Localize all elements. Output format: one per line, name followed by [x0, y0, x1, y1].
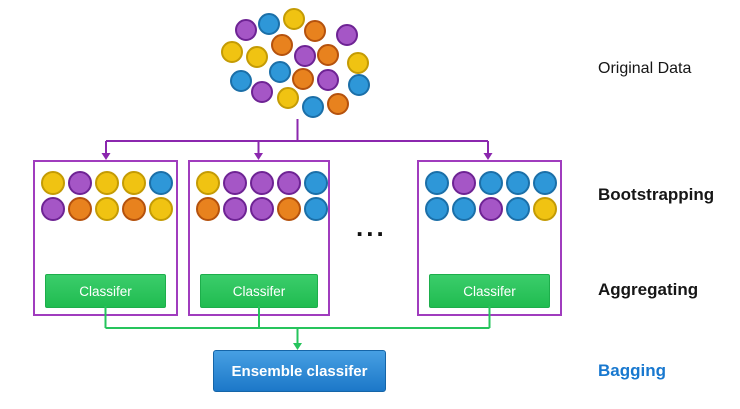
data-circle-blue	[452, 197, 476, 221]
bootstrap-box-3: Classifer	[417, 160, 562, 316]
data-circle-orange	[317, 44, 339, 66]
data-circle-orange	[327, 93, 349, 115]
classifier-button-2[interactable]: Classifer	[200, 274, 318, 308]
data-circle-blue	[479, 171, 503, 195]
data-circle-blue	[302, 96, 324, 118]
data-circle-yellow	[122, 171, 146, 195]
data-circle-yellow	[246, 46, 268, 68]
data-circle-yellow	[95, 197, 119, 221]
circle-row	[196, 197, 328, 221]
data-circle-purple	[223, 197, 247, 221]
data-circle-yellow	[41, 171, 65, 195]
data-circle-purple	[479, 197, 503, 221]
data-circle-purple	[336, 24, 358, 46]
data-circle-orange	[196, 197, 220, 221]
data-circle-blue	[258, 13, 280, 35]
data-circle-blue	[425, 197, 449, 221]
more-boxes-ellipsis: ...	[356, 212, 387, 242]
data-circle-blue	[304, 197, 328, 221]
data-circle-blue	[533, 171, 557, 195]
data-circle-yellow	[533, 197, 557, 221]
data-circle-blue	[304, 171, 328, 195]
bootstrap-box-1: Classifer	[33, 160, 178, 316]
bootstrap-sample-1	[35, 162, 176, 221]
data-circle-blue	[348, 74, 370, 96]
ensemble-classifier-button[interactable]: Ensemble classifer	[213, 350, 386, 392]
data-circle-blue	[269, 61, 291, 83]
data-circle-yellow	[283, 8, 305, 30]
data-circle-blue	[425, 171, 449, 195]
bootstrap-sample-2	[190, 162, 328, 221]
data-circle-purple	[251, 81, 273, 103]
data-circle-purple	[250, 171, 274, 195]
data-circle-purple	[452, 171, 476, 195]
data-circle-purple	[277, 171, 301, 195]
circle-row	[425, 171, 560, 195]
data-circle-purple	[235, 19, 257, 41]
data-circle-yellow	[277, 87, 299, 109]
circle-row	[41, 171, 176, 195]
bootstrap-sample-3	[419, 162, 560, 221]
data-circle-yellow	[95, 171, 119, 195]
data-circle-orange	[277, 197, 301, 221]
data-circle-blue	[149, 171, 173, 195]
classifier-button-1[interactable]: Classifer	[45, 274, 166, 308]
data-circle-orange	[122, 197, 146, 221]
data-circle-yellow	[347, 52, 369, 74]
aggregating-label: Aggregating	[598, 280, 699, 299]
data-circle-yellow	[149, 197, 173, 221]
data-circle-purple	[41, 197, 65, 221]
data-circle-blue	[230, 70, 252, 92]
data-circle-yellow	[221, 41, 243, 63]
data-circle-purple	[223, 171, 247, 195]
circle-row	[425, 197, 560, 221]
data-circle-orange	[271, 34, 293, 56]
data-circle-purple	[317, 69, 339, 91]
data-circle-orange	[304, 20, 326, 42]
bootstrap-box-2: Classifer	[188, 160, 330, 316]
data-circle-blue	[506, 197, 530, 221]
data-circle-purple	[68, 171, 92, 195]
data-circle-blue	[506, 171, 530, 195]
circle-row	[196, 171, 328, 195]
bagging-label: Bagging	[598, 361, 666, 380]
bootstrapping-label: Bootstrapping	[598, 185, 715, 204]
data-circle-orange	[68, 197, 92, 221]
original-data-label: Original Data	[598, 60, 692, 77]
circle-row	[41, 197, 176, 221]
data-circle-purple	[250, 197, 274, 221]
classifier-button-3[interactable]: Classifer	[429, 274, 550, 308]
purple-bootstrap-arrows	[101, 119, 493, 160]
data-circle-yellow	[196, 171, 220, 195]
data-circle-purple	[294, 45, 316, 67]
data-circle-orange	[292, 68, 314, 90]
